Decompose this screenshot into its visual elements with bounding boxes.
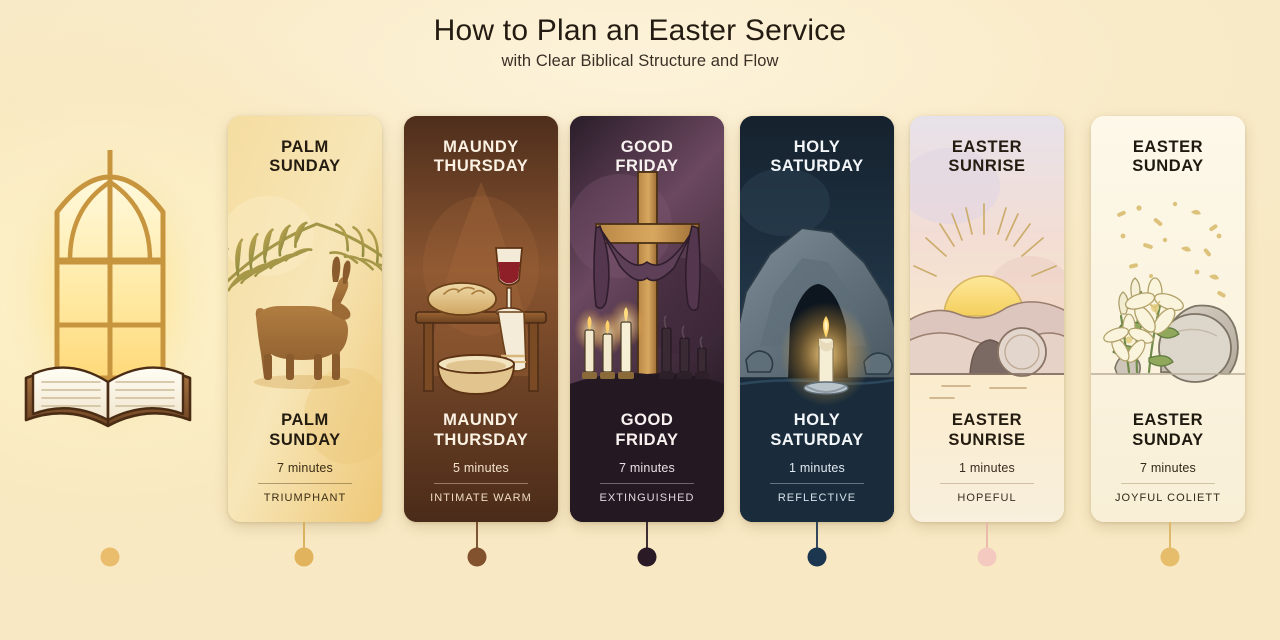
open-bible-icon	[24, 366, 192, 428]
sealed-tomb-single-candle-illustration	[740, 116, 894, 522]
page-title: How to Plan an Easter Service	[433, 14, 847, 47]
donkey-figure	[255, 256, 351, 380]
divider	[770, 483, 864, 484]
card-duration: 5 minutes	[453, 461, 509, 475]
hero-illustration	[0, 120, 220, 450]
divider	[600, 483, 694, 484]
single-candle	[803, 316, 849, 395]
divider	[434, 483, 528, 484]
lit-candles	[574, 300, 644, 379]
card-mood: TRIUMPHANT	[263, 492, 347, 504]
card-mood: JOYFUL COLIETT	[1115, 492, 1221, 504]
palm-branches-donkey-illustration	[228, 116, 382, 522]
confetti	[1117, 201, 1226, 298]
card-duration: 1 minutes	[959, 461, 1015, 475]
card-mood: HOPEFUL	[957, 492, 1017, 504]
card-duration: 7 minutes	[277, 461, 333, 475]
draped-cross-tenebrae-candles-illustration	[570, 116, 724, 522]
divider	[1121, 483, 1215, 484]
easter-lilies-rolled-stone-confetti-illustration	[1091, 116, 1245, 522]
gothic-church-window-icon	[54, 150, 166, 381]
card-mood: EXTINGUISHED	[599, 492, 695, 504]
divider	[940, 483, 1034, 484]
card-duration: 7 minutes	[619, 461, 675, 475]
divider	[258, 483, 352, 484]
card-mood: REFLECTIVE	[777, 492, 857, 504]
easter-lilies	[1103, 277, 1184, 374]
sunrise-empty-tomb-illustration	[910, 116, 1064, 522]
card-duration: 1 minutes	[789, 461, 845, 475]
card-mood: INTIMATE WARM	[430, 492, 532, 504]
card-duration: 7 minutes	[1140, 461, 1196, 475]
last-supper-bread-wine-basin-illustration	[404, 116, 558, 522]
page-subtitle: with Clear Biblical Structure and Flow	[501, 51, 779, 70]
header: How to Plan an Easter Service with Clear…	[0, 14, 1280, 71]
extinguished-candles	[659, 315, 709, 379]
